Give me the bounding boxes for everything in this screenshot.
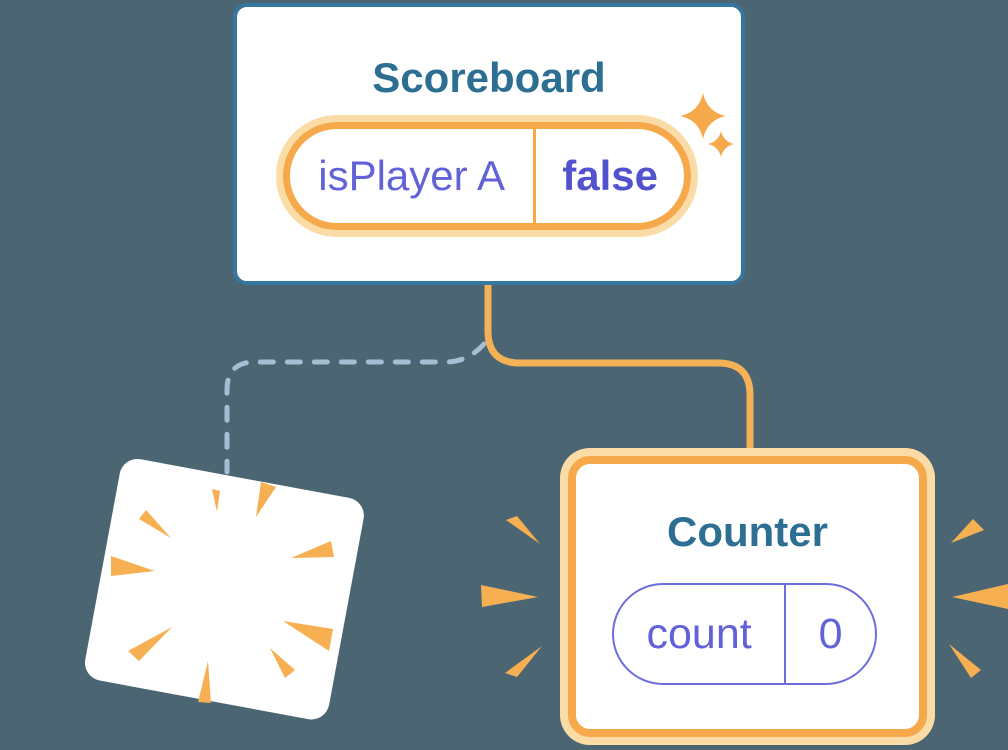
- counter-state-key: count: [614, 585, 787, 683]
- emphasis-marks-left-icon: [481, 516, 542, 677]
- scoreboard-title: Scoreboard: [372, 54, 606, 101]
- counter-state-value: 0: [818, 609, 843, 658]
- counter-component-card: Counter count 0: [568, 456, 927, 737]
- counter-title: Counter: [667, 508, 828, 555]
- scoreboard-component-card: Scoreboard isPlayer A false: [233, 3, 745, 285]
- scoreboard-state-key: isPlayer A: [290, 129, 537, 223]
- edge-scoreboard-to-counter: [484, 281, 754, 458]
- scoreboard-state-pill: isPlayer A false: [283, 122, 691, 230]
- removed-component-card: [81, 456, 367, 723]
- emphasis-marks-right-icon: [949, 519, 1008, 678]
- scoreboard-state-value: false: [562, 152, 658, 199]
- counter-state-pill: count 0: [612, 583, 877, 685]
- edge-scoreboard-to-removed: [224, 341, 487, 475]
